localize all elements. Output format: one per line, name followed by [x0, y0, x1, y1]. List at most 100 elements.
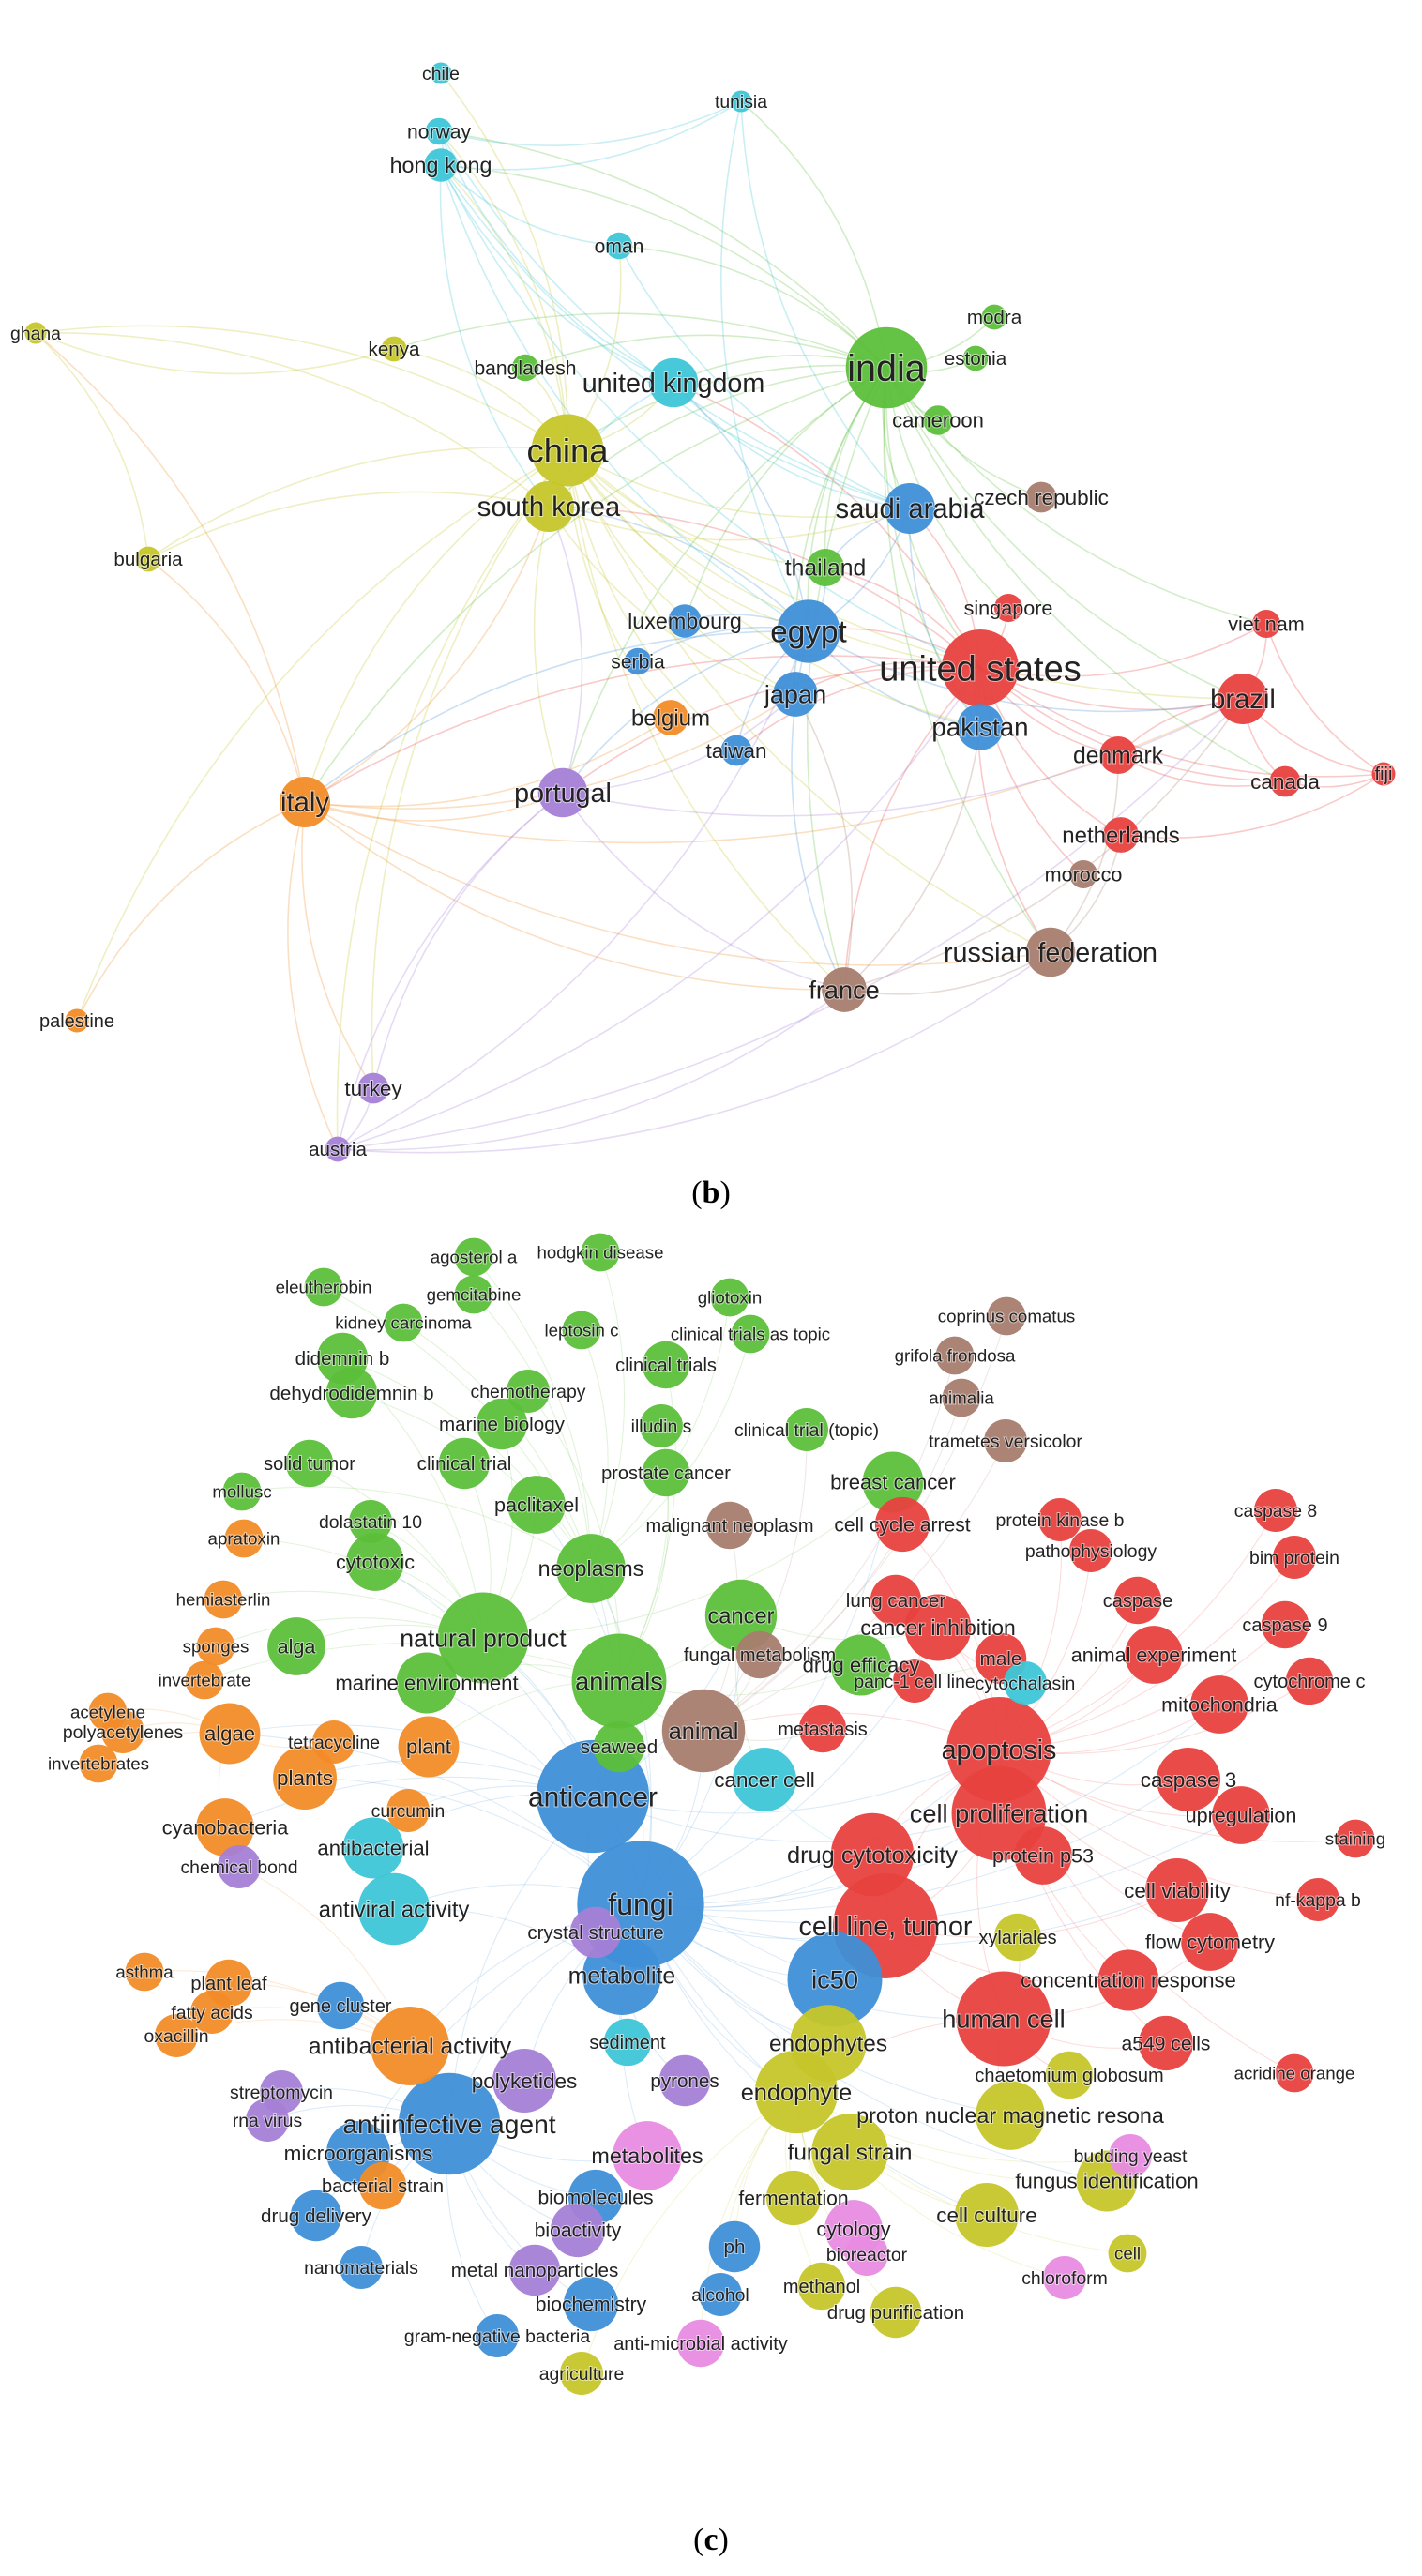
panel-c-node-caspase[interactable] — [1113, 1576, 1162, 1625]
panel-c-node-pyrones[interactable] — [658, 2054, 711, 2107]
panel-b-node-singapore[interactable] — [993, 593, 1023, 623]
panel-b-node-france[interactable] — [822, 967, 867, 1012]
panel-c-node-alcohol[interactable] — [699, 2273, 742, 2316]
panel-c-node-fungal-metabolism[interactable] — [735, 1630, 784, 1679]
panel-b-node-italy[interactable] — [279, 776, 331, 828]
panel-b-node-estonia[interactable] — [962, 345, 989, 371]
panel-c-node-flow-cytometry[interactable] — [1181, 1913, 1239, 1971]
panel-c-node-clinical-trial[interactable] — [438, 1437, 491, 1490]
panel-c-node-chemotherapy[interactable] — [507, 1370, 550, 1413]
panel-c-node-drug-purification[interactable] — [870, 2286, 922, 2339]
panel-c-node-nf-kappa-b[interactable] — [1296, 1878, 1339, 1921]
panel-b-node-china[interactable] — [531, 414, 604, 487]
panel-c-node-grifola-frondosa[interactable] — [935, 1336, 975, 1375]
panel-b-node-kenya[interactable] — [381, 336, 407, 362]
panel-c-node-drug-efficacy[interactable] — [830, 1634, 892, 1696]
panel-b-node-denmark[interactable] — [1099, 736, 1137, 774]
panel-c-node-gram-negative-bacteria[interactable] — [476, 2314, 519, 2357]
panel-b-node-united-states[interactable] — [942, 629, 1019, 706]
panel-c-node-cell[interactable] — [1108, 2234, 1147, 2273]
panel-c-node-bioreactor[interactable] — [845, 2233, 888, 2276]
panel-b-node-tunisia[interactable] — [730, 90, 752, 113]
panel-c-node-animals[interactable] — [571, 1633, 667, 1729]
panel-c-node-clinical-trials-as-topic[interactable] — [731, 1314, 770, 1354]
panel-b-node-thailand[interactable] — [807, 549, 844, 586]
panel-c-node-alga[interactable] — [267, 1617, 325, 1675]
panel-b-node-united-kingdom[interactable] — [648, 357, 699, 408]
panel-b-node-taiwan[interactable] — [720, 735, 752, 766]
panel-c-node-trametes-versicolor[interactable] — [984, 1419, 1027, 1462]
panel-c-node-caspase-8[interactable] — [1254, 1489, 1297, 1532]
panel-b-node-czech-republic[interactable] — [1025, 481, 1057, 513]
panel-c-node-cytochalasin[interactable] — [1004, 1661, 1047, 1705]
panel-c-node-cell-cycle-arrest[interactable] — [874, 1496, 930, 1553]
panel-c-node-bim-protein[interactable] — [1273, 1536, 1316, 1579]
panel-c-node-lung-cancer[interactable] — [870, 1574, 922, 1627]
panel-c-node-antiinfective-agent[interactable] — [398, 2072, 501, 2175]
panel-b-node-bulgaria[interactable] — [135, 546, 161, 572]
panel-c-node-solid-tumor[interactable] — [285, 1439, 334, 1488]
panel-c-node-animal-experiment[interactable] — [1125, 1626, 1183, 1684]
panel-c-node-crystal-structure[interactable] — [569, 1906, 622, 1959]
panel-c-node-metabolites[interactable] — [613, 2121, 682, 2190]
panel-c-node-metastasis[interactable] — [798, 1705, 847, 1753]
panel-c-node-hemiasterlin[interactable] — [204, 1580, 243, 1619]
panel-c-node-illudin-s[interactable] — [640, 1404, 683, 1447]
panel-c-node-asthma[interactable] — [125, 1952, 164, 1992]
panel-c-node-cyanobacteria[interactable] — [196, 1798, 254, 1856]
panel-c-node-polyketides[interactable] — [492, 2049, 556, 2113]
panel-c-node-coprinus-comatus[interactable] — [987, 1296, 1026, 1336]
panel-c-node-gemcitabine[interactable] — [454, 1275, 493, 1314]
panel-c-node-agosterol-a[interactable] — [454, 1237, 493, 1277]
panel-c-node-gene-cluster[interactable] — [316, 1981, 365, 2030]
panel-c-node-invertebrate[interactable] — [185, 1660, 224, 1700]
panel-c-node-paclitaxel[interactable] — [507, 1476, 566, 1534]
panel-c-node-oxacillin[interactable] — [155, 2014, 198, 2057]
panel-c-node-pathophysiology[interactable] — [1069, 1529, 1112, 1572]
panel-b-node-palestine[interactable] — [65, 1008, 89, 1033]
panel-c-node-neoplasms[interactable] — [556, 1534, 626, 1603]
panel-b-node-cameroon[interactable] — [923, 405, 953, 435]
panel-b-node-ghana[interactable] — [24, 322, 47, 344]
panel-c-node-drug-delivery[interactable] — [290, 2190, 342, 2242]
panel-c-node-cancer-inhibition[interactable] — [904, 1594, 972, 1661]
panel-b-node-chile[interactable] — [430, 62, 452, 84]
panel-c-node-hodgkin-disease[interactable] — [581, 1233, 620, 1272]
panel-c-node-proton-nuclear-magnetic-resona[interactable] — [976, 2081, 1045, 2150]
panel-c-node-dolastatin-10[interactable] — [349, 1500, 392, 1543]
panel-c-node-animal[interactable] — [661, 1689, 746, 1773]
panel-c-node-cytochrome-c[interactable] — [1285, 1657, 1334, 1705]
panel-c-node-kidney-carcinoma[interactable] — [384, 1303, 423, 1342]
panel-c-node-gliotoxin[interactable] — [710, 1278, 749, 1317]
panel-c-node-antibacterial[interactable] — [342, 1817, 404, 1879]
panel-c-node-chaetomium-globosum[interactable] — [1045, 2051, 1094, 2099]
panel-c-node-clinical-trial-topic[interactable] — [785, 1408, 828, 1451]
panel-c-node-bacterial-strain[interactable] — [358, 2161, 407, 2210]
panel-b-node-morocco[interactable] — [1068, 859, 1098, 889]
panel-c-node-curcumin[interactable] — [386, 1789, 430, 1832]
panel-c-node-nanomaterials[interactable] — [340, 2246, 383, 2289]
panel-c-node-drug-cytotoxicity[interactable] — [830, 1812, 915, 1897]
panel-c-node-panc-1-cell-line[interactable] — [893, 1659, 936, 1703]
panel-b-node-egypt[interactable] — [777, 599, 840, 663]
panel-c-node-plants[interactable] — [273, 1746, 337, 1810]
panel-b-node-modra[interactable] — [981, 304, 1007, 330]
panel-c-node-rna-virus[interactable] — [246, 2099, 289, 2142]
panel-c-node-concentration-response[interactable] — [1097, 1949, 1159, 2011]
panel-c-node-antiviral-activity[interactable] — [357, 1872, 431, 1946]
panel-c-node-marine-biology[interactable] — [476, 1398, 528, 1450]
panel-c-node-tetracycline[interactable] — [312, 1720, 356, 1764]
panel-c-node-invertebrates[interactable] — [79, 1744, 118, 1783]
panel-c-node-chloroform[interactable] — [1043, 2256, 1086, 2299]
panel-c-node-leptosin-c[interactable] — [562, 1311, 601, 1350]
panel-c-node-breast-cancer[interactable] — [862, 1451, 924, 1513]
panel-c-node-agriculture[interactable] — [560, 2352, 603, 2395]
panel-c-node-sponges[interactable] — [196, 1627, 235, 1666]
panel-c-node-animalia[interactable] — [942, 1378, 981, 1417]
panel-c-node-chemical-bond[interactable] — [218, 1845, 261, 1888]
panel-c-node-xylariales[interactable] — [993, 1913, 1042, 1962]
panel-c-node-mollusc[interactable] — [222, 1472, 262, 1511]
panel-c-node-protein-p53[interactable] — [1014, 1826, 1072, 1885]
panel-b-node-norway[interactable] — [425, 117, 453, 145]
panel-b-node-serbia[interactable] — [624, 647, 652, 675]
